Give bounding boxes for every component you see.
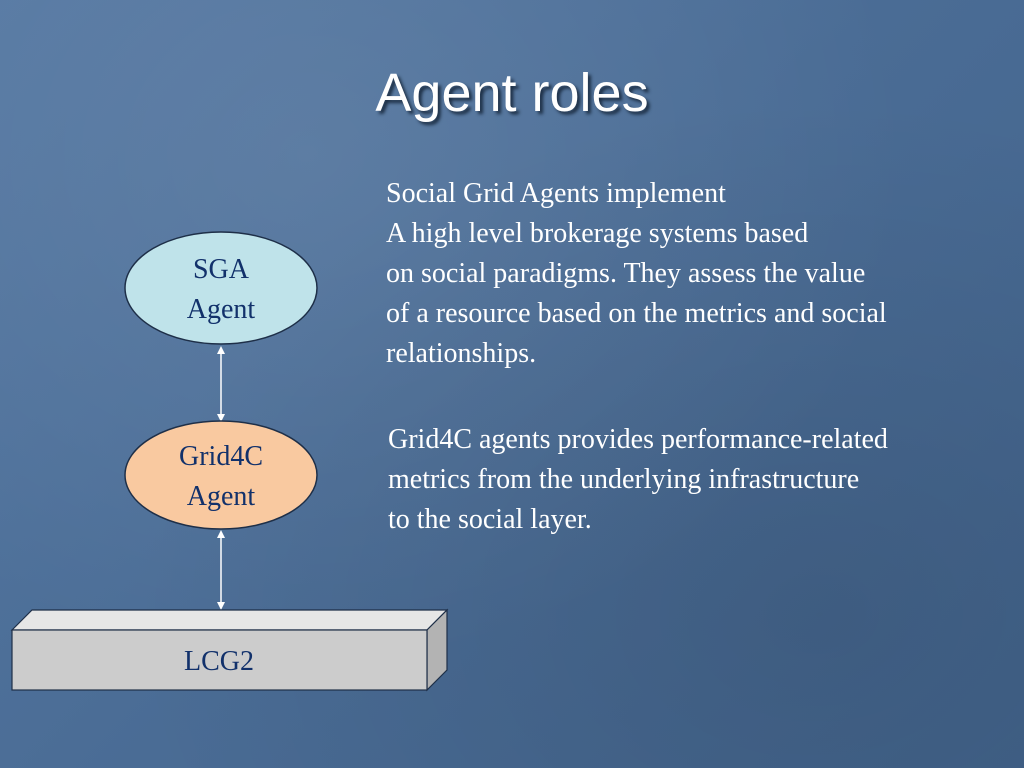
sga-description-line: Social Grid Agents implement (386, 178, 726, 209)
grid4c-description-line: to the social layer. (388, 504, 592, 535)
grid4c-description: Grid4C agents provides performance-relat… (388, 420, 888, 540)
node-grid4c-label-line1: Grid4C (179, 441, 263, 472)
sga-description-line: relationships. (386, 338, 537, 369)
sga-description-line: on social paradigms. They assess the val… (386, 258, 866, 289)
grid4c-description-line: Grid4C agents provides performance-relat… (388, 424, 888, 455)
node-sga-label-line1: SGA (193, 254, 250, 285)
node-sga-shape (124, 231, 318, 345)
node-grid4c-label-line2: Agent (187, 481, 256, 512)
node-sga-label-line2: Agent (187, 294, 256, 325)
node-lcg2-front-face (11, 629, 428, 691)
sga-description-line: of a resource based on the metrics and s… (386, 298, 887, 329)
slide-title: Agent roles (375, 63, 649, 123)
node-lcg2: LCG2 (10, 608, 449, 692)
node-grid4c-shape (124, 420, 318, 530)
node-grid4c: Grid4C Agent (124, 420, 318, 530)
node-sga: SGA Agent (124, 231, 318, 345)
node-lcg2-top-face (10, 609, 449, 631)
sga-description-line: A high level brokerage systems based (386, 218, 809, 249)
grid4c-description-line: metrics from the underlying infrastructu… (388, 464, 860, 495)
sga-description: Social Grid Agents implement A high leve… (386, 174, 887, 374)
node-lcg2-label: LCG2 (184, 646, 254, 677)
